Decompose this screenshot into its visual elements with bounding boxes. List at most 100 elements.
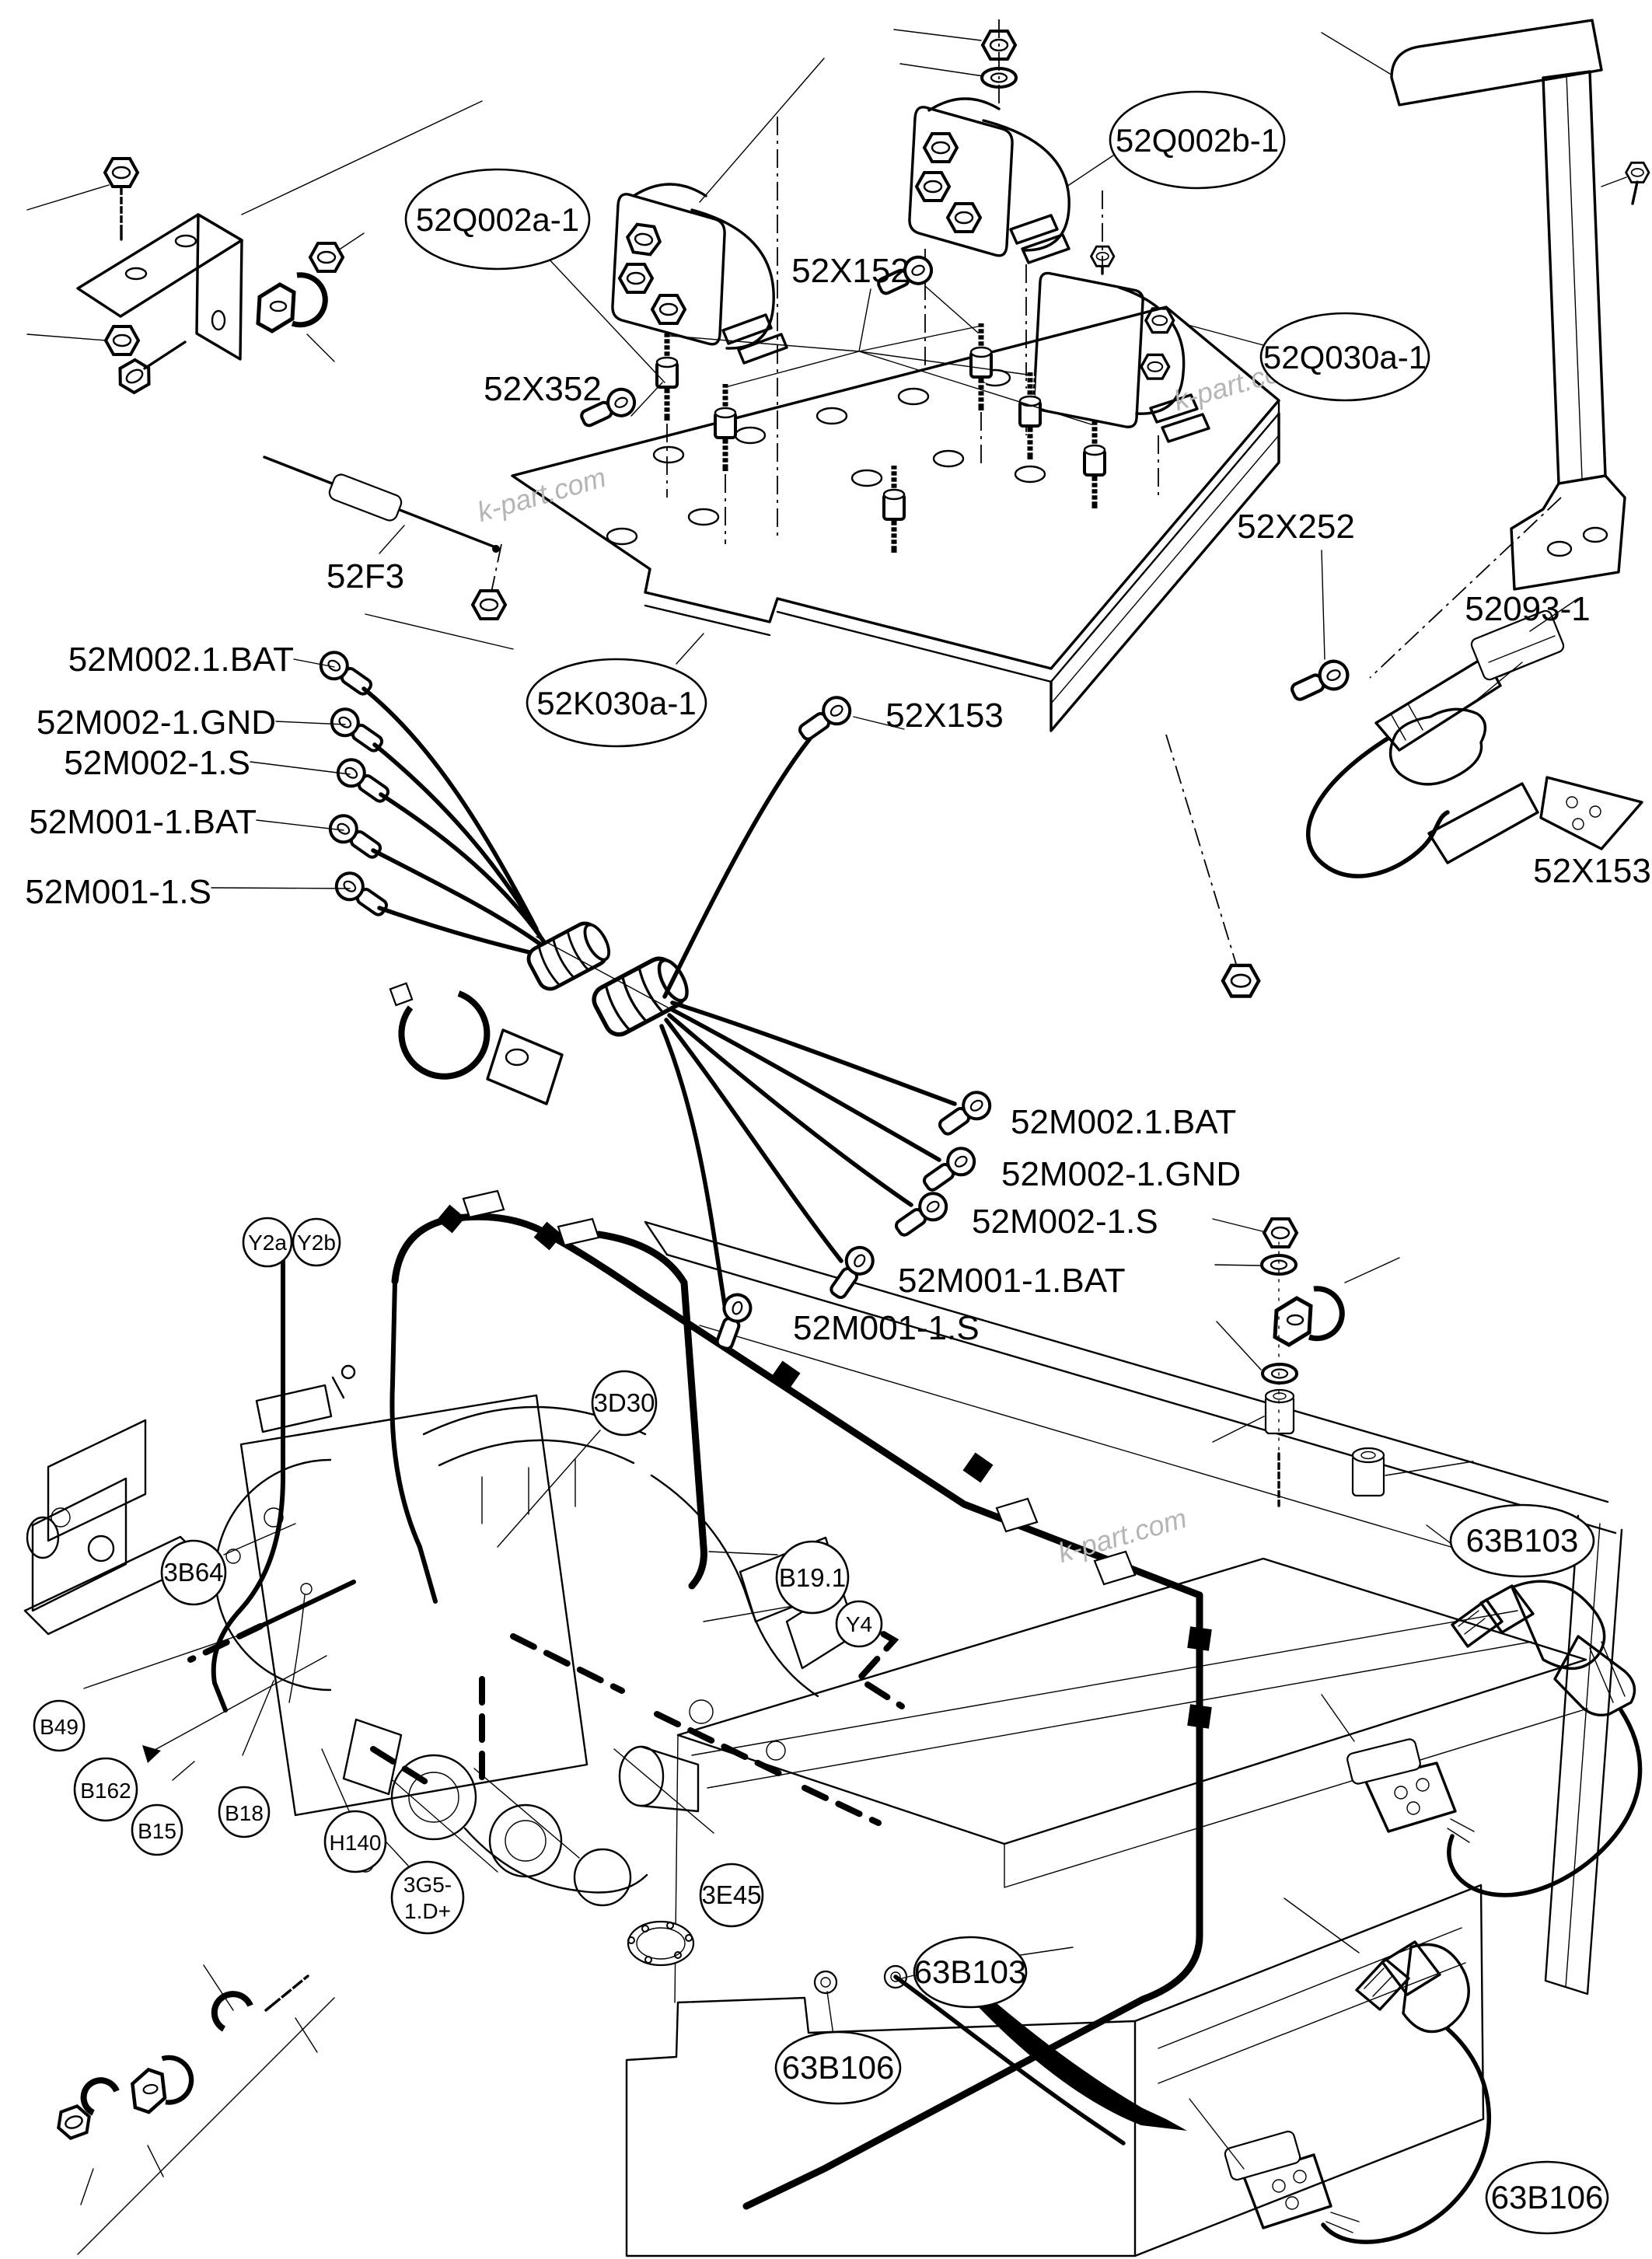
harness-branch-y2: [211, 1251, 285, 1713]
clamp-tabs: [462, 1189, 1137, 1586]
bracket-r-arm: [1390, 19, 1603, 106]
b162-arrow-line: [147, 1655, 327, 1754]
relay-b-stud-3: [946, 202, 982, 233]
plate-thickness: [644, 399, 1280, 683]
tag-plate: [486, 1028, 564, 1105]
label-52f3: 52F3: [327, 557, 404, 595]
label-r-m002-gnd: 52M002-1.GND: [1001, 1155, 1241, 1193]
lug-m001-bat: [323, 808, 387, 866]
tank-front-face: [625, 1996, 1137, 2257]
callout-ellipse-63b106-right: [1485, 2160, 1609, 2235]
fuse-leader: [379, 525, 405, 554]
label-52x152: 52X152: [791, 252, 910, 290]
relay-b-body: [982, 119, 1070, 252]
callout-circle-3d30: [591, 1370, 658, 1437]
callout-circle-b162: [73, 1757, 138, 1822]
callout-52q030a-leader: [1187, 324, 1264, 346]
hex-bolt-1: [103, 157, 139, 241]
callout-b15-label: B15: [138, 1819, 176, 1843]
bl-washer: [211, 1991, 253, 2032]
lug-m001-s: [330, 866, 393, 924]
text-labels: 52X152 52X352 52F3 52X252 52X153 52093-1…: [25, 252, 1651, 1347]
frame-rail-end: [644, 1220, 669, 1256]
leader-b19: [708, 1551, 778, 1555]
relay-52q002a: [611, 117, 788, 536]
relay-c-body: [1118, 286, 1186, 415]
q002a-ellipse-leader: [546, 256, 665, 383]
boot-2: [1427, 782, 1539, 864]
callout-circle-h140: [323, 1810, 387, 1873]
label-r-m002-s: 52M002-1.S: [972, 1203, 1158, 1241]
callout-52q002b-label: 52Q002b-1: [1116, 122, 1279, 159]
label-l-m002-1-bat: 52M002.1.BAT: [68, 641, 294, 679]
stack-nut: [1263, 1217, 1298, 1248]
label-r-m001-bat: 52M001-1.BAT: [898, 1262, 1126, 1300]
mount-bracket-top-left: [26, 58, 825, 399]
label-r-m001-s: 52M001-1.S: [793, 1309, 980, 1347]
callout-ellipse-63b103-mid: [913, 1936, 1028, 2009]
callout-ellipse-63b103-right: [1449, 1503, 1595, 1578]
callout-circle-3b64: [160, 1539, 227, 1606]
relay-52q030a: [1032, 190, 1210, 498]
harness-grommet-2: [589, 951, 693, 1039]
bracket-top-plate: [76, 213, 243, 318]
bracket-leaders: [26, 58, 825, 362]
relay-a-stud-3: [651, 294, 686, 325]
heater-hose: [463, 1827, 648, 1894]
plate-flange: [1050, 412, 1280, 732]
relay-c-face: [1032, 271, 1144, 428]
frame-rail-inner: [699, 1325, 1544, 1575]
plate-outline: [511, 306, 1280, 670]
fuse-tip: [492, 545, 500, 553]
elbow-boot: [1388, 707, 1487, 786]
label-52x153-right: 52X153: [1533, 852, 1651, 890]
engine-block: [239, 1394, 589, 1817]
callout-63b103-mid-label: 63B103: [914, 1953, 1027, 1990]
cable-52093: [1306, 736, 1450, 878]
left-label-leaders: [211, 613, 514, 889]
relay-a-feet: [721, 313, 788, 365]
callout-52k030a-leader: [676, 633, 704, 665]
bracket-r-strip-inner: [1566, 74, 1583, 480]
relay-b-top: [927, 97, 1001, 112]
relay-b-leaders: [893, 29, 984, 77]
tall-bracket-right: [1321, 19, 1650, 679]
stud-axes: [666, 412, 982, 544]
frame-rail-bottom-edge: [665, 1253, 1617, 1535]
callout-52q002b-leader: [1066, 155, 1114, 187]
engine-leaders: [83, 1430, 1074, 2036]
bl-lock-washer: [80, 2077, 120, 2116]
label-52x153-mid: 52X153: [885, 697, 1004, 735]
callout-52q002a-label: 52Q002a-1: [416, 201, 579, 238]
cable-tie: [389, 982, 491, 1080]
relay-b-stud-1: [923, 132, 959, 163]
relay-a-face: [611, 193, 726, 346]
sensor-106-leaders: [1189, 1898, 1360, 2170]
stud-leader-fan: [669, 288, 1092, 425]
callout-ellipse-63b106-left: [774, 2030, 902, 2105]
label-l-m001-s: 52M001-1.S: [25, 873, 211, 911]
callout-circle-b18: [218, 1786, 271, 1838]
sensor-63b103: [1321, 1524, 1643, 1898]
lug-x153-mid: [793, 690, 857, 748]
leader-3e45: [613, 1748, 714, 1834]
label-l-m001-bat: 52M001-1.BAT: [29, 803, 257, 841]
bracket-hole-1: [174, 234, 197, 248]
callout-circle-3e45: [699, 1863, 764, 1928]
callout-b162-label: B162: [80, 1779, 131, 1803]
relay-a-top: [632, 183, 707, 197]
label-52093-1: 52093-1: [1465, 590, 1590, 628]
x153-mid-leader: [853, 716, 905, 730]
callout-b19-1-label: B19.1: [779, 1563, 846, 1592]
belt-lines: [392, 1768, 580, 1873]
callout-3e45-label: 3E45: [701, 1880, 761, 1909]
callout-3b64-label: 3B64: [163, 1558, 223, 1587]
relay-b-face: [908, 106, 1014, 257]
bracket-front-face: [195, 213, 243, 361]
pump-stack: [23, 1419, 205, 1636]
plate-flange-inner: [1050, 435, 1280, 704]
terminal-lugs: [546, 251, 1352, 707]
watermark-2: k-part.com: [473, 461, 609, 528]
left-wires: [361, 686, 554, 960]
